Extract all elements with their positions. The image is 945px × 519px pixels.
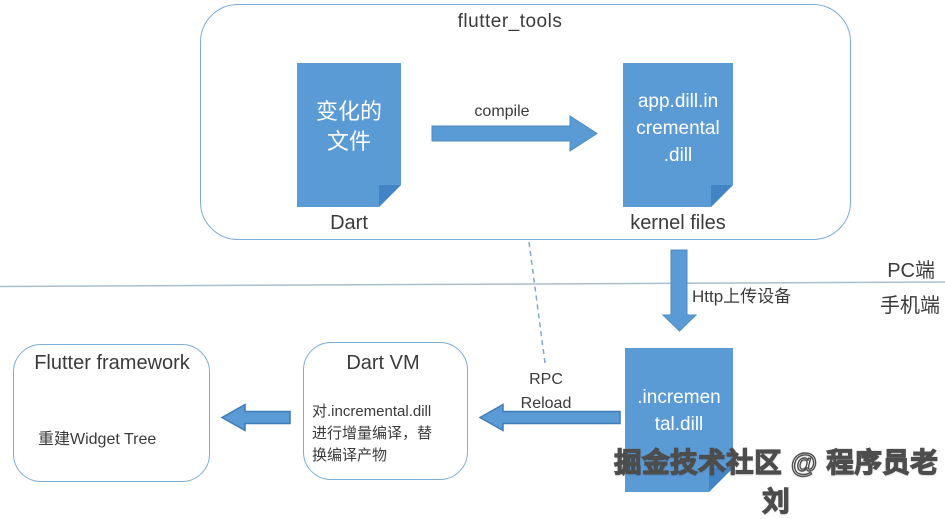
compile-arrow-label: compile: [474, 103, 530, 120]
mobile-side-label: 手机端: [880, 295, 940, 317]
flutter-framework-title: Flutter framework: [34, 352, 190, 374]
hot-reload-diagram: flutter_tools 变化的 文件 Dart compile app.di…: [0, 4, 945, 518]
kernel-files-caption: kernel files: [630, 212, 726, 234]
vm-to-framework-arrow-icon: [220, 403, 291, 432]
dart-vm-title: Dart VM: [346, 352, 420, 374]
flutter-tools-container: [200, 4, 851, 240]
incremental-doc-label: .incremen tal.dill: [637, 387, 721, 435]
http-upload-arrow-icon: [661, 249, 698, 332]
diagram-shapes-layer: [0, 63, 945, 492]
dart-caption: Dart: [330, 212, 368, 234]
flutter-framework-box: [13, 344, 210, 482]
dart-vm-body: 对.incremental.dill 进行增量编译，替 换编译产物: [312, 403, 433, 464]
rpc-reload-arrow-icon: [478, 403, 621, 432]
dart-vm-box: [303, 342, 468, 480]
dashed-connector-line: [528, 241, 546, 364]
rpc-reload-arrow-label: RPC Reload: [520, 371, 572, 412]
changed-files-doc-label: 变化的 文件: [315, 99, 382, 154]
incremental-dill-document-icon: [625, 348, 733, 492]
pc-side-label: PC端: [887, 260, 935, 282]
flutter-framework-body: 重建Widget Tree: [38, 431, 157, 448]
changed-files-document-icon: [297, 63, 401, 207]
kernel-doc-label: app.dill.in cremental .dill: [636, 91, 720, 166]
compile-arrow-icon: [431, 115, 598, 152]
http-upload-arrow-label: Http上传设备: [692, 287, 792, 306]
flutter-tools-title: flutter_tools: [457, 11, 563, 32]
pc-mobile-divider-line: [0, 281, 945, 288]
kernel-files-document-icon: [623, 63, 733, 207]
watermark: 掘金技术社区 @ 程序员老刘: [614, 447, 939, 517]
